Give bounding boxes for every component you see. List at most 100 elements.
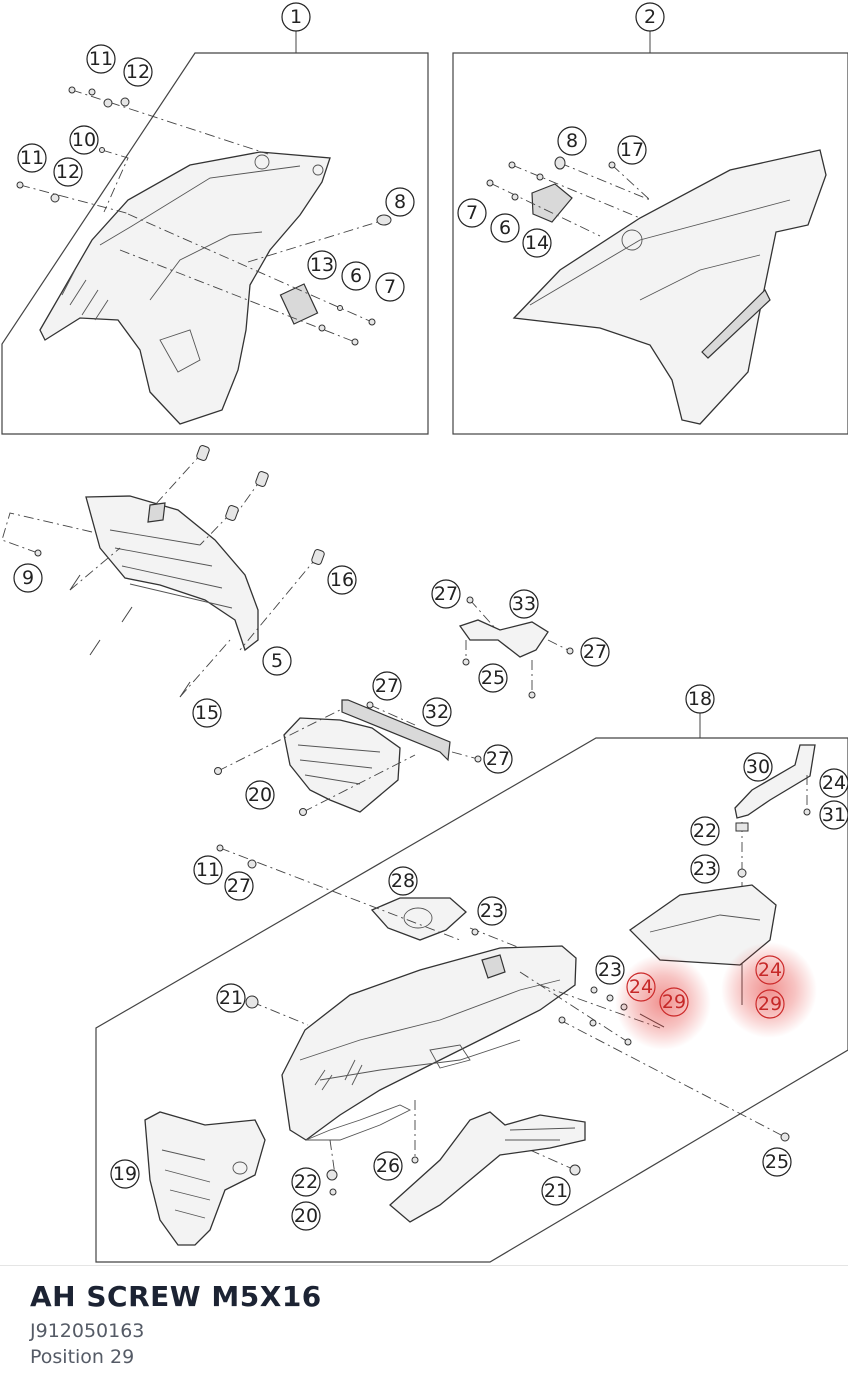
callout-20[interactable]: 20 bbox=[291, 1201, 321, 1231]
callout-7[interactable]: 7 bbox=[375, 272, 405, 302]
panel-2-side-cover-right bbox=[452, 30, 848, 435]
callout-29-highlighted[interactable]: 29 bbox=[755, 989, 785, 1019]
group-lower-housing-32 bbox=[214, 699, 482, 816]
svg-text:27: 27 bbox=[583, 641, 607, 663]
callout-10[interactable]: 10 bbox=[69, 125, 99, 155]
callout-14[interactable]: 14 bbox=[522, 228, 552, 258]
svg-text:27: 27 bbox=[486, 748, 510, 770]
panel-1-side-cover-left bbox=[1, 30, 429, 435]
svg-text:23: 23 bbox=[693, 858, 717, 880]
svg-text:24: 24 bbox=[629, 976, 653, 998]
callout-27[interactable]: 27 bbox=[431, 579, 461, 609]
callout-12[interactable]: 12 bbox=[123, 57, 153, 87]
svg-text:9: 9 bbox=[22, 567, 34, 589]
svg-text:26: 26 bbox=[376, 1155, 400, 1177]
callout-23[interactable]: 23 bbox=[595, 955, 625, 985]
callout-11[interactable]: 11 bbox=[17, 143, 47, 173]
callout-11[interactable]: 11 bbox=[193, 855, 223, 885]
svg-text:24: 24 bbox=[758, 959, 782, 981]
callout-6[interactable]: 6 bbox=[490, 213, 520, 243]
callout-8[interactable]: 8 bbox=[385, 187, 415, 217]
callout-9[interactable]: 9 bbox=[13, 563, 43, 593]
callout-21[interactable]: 21 bbox=[216, 983, 246, 1013]
svg-text:29: 29 bbox=[662, 991, 686, 1013]
callout-16[interactable]: 16 bbox=[327, 565, 357, 595]
callout-23[interactable]: 23 bbox=[477, 896, 507, 926]
callout-22[interactable]: 22 bbox=[690, 816, 720, 846]
callout-33[interactable]: 33 bbox=[509, 589, 539, 619]
callout-28[interactable]: 28 bbox=[388, 866, 418, 896]
callout-25[interactable]: 25 bbox=[478, 663, 508, 693]
svg-text:10: 10 bbox=[72, 129, 96, 151]
svg-text:29: 29 bbox=[758, 993, 782, 1015]
svg-text:6: 6 bbox=[350, 265, 362, 287]
svg-text:12: 12 bbox=[56, 161, 80, 183]
callout-27[interactable]: 27 bbox=[483, 744, 513, 774]
part-info-panel: AH SCREW M5X16 J912050163 Position 29 bbox=[0, 1265, 848, 1391]
callout-17[interactable]: 17 bbox=[617, 135, 647, 165]
part-name: AH SCREW M5X16 bbox=[30, 1280, 322, 1313]
callout-30[interactable]: 30 bbox=[743, 752, 773, 782]
svg-text:22: 22 bbox=[693, 820, 717, 842]
svg-text:16: 16 bbox=[330, 569, 354, 591]
callout-8[interactable]: 8 bbox=[557, 126, 587, 156]
svg-text:21: 21 bbox=[219, 987, 243, 1009]
svg-text:8: 8 bbox=[566, 130, 578, 152]
part-position: Position 29 bbox=[30, 1346, 135, 1368]
svg-text:11: 11 bbox=[20, 147, 44, 169]
svg-text:14: 14 bbox=[525, 232, 549, 254]
callout-12[interactable]: 12 bbox=[53, 157, 83, 187]
svg-text:28: 28 bbox=[391, 870, 415, 892]
svg-text:24: 24 bbox=[822, 772, 846, 794]
callout-13[interactable]: 13 bbox=[307, 250, 337, 280]
callout-27[interactable]: 27 bbox=[580, 637, 610, 667]
callout-21[interactable]: 21 bbox=[541, 1176, 571, 1206]
svg-text:1: 1 bbox=[290, 6, 302, 28]
callout-24-highlighted[interactable]: 24 bbox=[755, 955, 785, 985]
callout-23[interactable]: 23 bbox=[690, 854, 720, 884]
callout-24[interactable]: 24 bbox=[819, 768, 848, 798]
callout-15[interactable]: 15 bbox=[192, 698, 222, 728]
callout-26[interactable]: 26 bbox=[373, 1151, 403, 1181]
group-front-grille-5 bbox=[1, 445, 325, 698]
svg-text:7: 7 bbox=[466, 202, 478, 224]
svg-text:5: 5 bbox=[271, 650, 283, 672]
svg-text:33: 33 bbox=[512, 593, 536, 615]
callout-22[interactable]: 22 bbox=[291, 1167, 321, 1197]
callout-1[interactable]: 1 bbox=[281, 2, 311, 32]
callout-7[interactable]: 7 bbox=[457, 198, 487, 228]
svg-text:27: 27 bbox=[434, 583, 458, 605]
svg-text:11: 11 bbox=[196, 859, 220, 881]
group-bracket-33 bbox=[458, 596, 574, 699]
svg-text:11: 11 bbox=[89, 48, 113, 70]
svg-text:15: 15 bbox=[195, 702, 219, 724]
svg-text:21: 21 bbox=[544, 1180, 568, 1202]
callout-20[interactable]: 20 bbox=[245, 780, 275, 810]
callout-5[interactable]: 5 bbox=[262, 646, 292, 676]
callout-27[interactable]: 27 bbox=[372, 671, 402, 701]
svg-text:7: 7 bbox=[384, 276, 396, 298]
svg-text:31: 31 bbox=[822, 804, 846, 826]
callout-29-highlighted[interactable]: 29 bbox=[659, 987, 689, 1017]
svg-text:13: 13 bbox=[310, 254, 334, 276]
svg-text:18: 18 bbox=[688, 688, 712, 710]
callout-19[interactable]: 19 bbox=[110, 1159, 140, 1189]
callout-24-highlighted[interactable]: 24 bbox=[626, 972, 656, 1002]
svg-text:32: 32 bbox=[425, 701, 449, 723]
callout-11[interactable]: 11 bbox=[86, 44, 116, 74]
callout-25[interactable]: 25 bbox=[762, 1147, 792, 1177]
part-number: J912050163 bbox=[30, 1320, 145, 1342]
callout-27[interactable]: 27 bbox=[224, 871, 254, 901]
callout-18[interactable]: 18 bbox=[685, 684, 715, 714]
svg-text:30: 30 bbox=[746, 756, 770, 778]
svg-text:6: 6 bbox=[499, 217, 511, 239]
svg-text:19: 19 bbox=[113, 1163, 137, 1185]
callout-32[interactable]: 32 bbox=[422, 697, 452, 727]
svg-text:20: 20 bbox=[294, 1205, 318, 1227]
callout-6[interactable]: 6 bbox=[341, 261, 371, 291]
callout-31[interactable]: 31 bbox=[819, 800, 848, 830]
svg-text:2: 2 bbox=[644, 6, 656, 28]
exploded-parts-diagram: 1 2 11 12 10 11 12 8 13 6 7 8 17 7 6 14 … bbox=[1, 2, 848, 1263]
svg-text:25: 25 bbox=[481, 667, 505, 689]
callout-2[interactable]: 2 bbox=[635, 2, 665, 32]
